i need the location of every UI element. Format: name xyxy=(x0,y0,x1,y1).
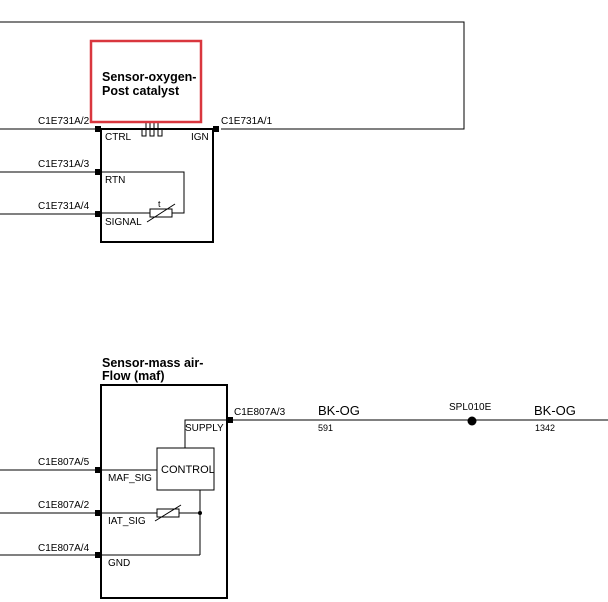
heater-element-icon xyxy=(130,121,186,137)
iat-thermistor-icon xyxy=(154,504,202,522)
rtn-internal-wire xyxy=(101,171,185,214)
rtn-pin-terminal xyxy=(95,169,101,175)
wire-number-1342: 1342 xyxy=(535,423,555,433)
ctrl-pin-terminal xyxy=(95,126,101,132)
supply-connector-label: C1E807A/3 xyxy=(234,407,286,418)
wire-color-1342: BK-OG xyxy=(534,403,576,418)
maf-sensor-title-line2: Flow (maf) xyxy=(102,369,165,383)
ign-pin-label: IGN xyxy=(191,132,209,143)
rtn-connector-label: C1E731A/3 xyxy=(38,159,90,170)
splice-label: SPL010E xyxy=(449,402,492,413)
ctrl-pin-label: CTRL xyxy=(105,132,132,143)
wire-color-591: BK-OG xyxy=(318,403,360,418)
gnd-pin-terminal xyxy=(95,552,101,558)
signal-pin-label: SIGNAL xyxy=(105,217,142,228)
maf-sig-pin-terminal xyxy=(95,467,101,473)
supply-pin-label: SUPPLY xyxy=(185,423,224,434)
control-label: CONTROL xyxy=(161,464,215,476)
maf-sig-pin-label: MAF_SIG xyxy=(108,473,152,484)
highlight-frame xyxy=(89,39,203,124)
gnd-pin-label: GND xyxy=(108,558,130,569)
ign-pin-terminal xyxy=(213,126,219,132)
maf-sensor-title-line1: Sensor-mass air- xyxy=(102,356,203,370)
supply-harness: BK-OG 591 SPL010E BK-OG 1342 xyxy=(233,402,608,433)
ign-connector-label: C1E731A/1 xyxy=(221,116,273,127)
ctrl-connector-label: C1E731A/2 xyxy=(38,116,90,127)
signal-connector-label: C1E731A/4 xyxy=(38,201,90,212)
thermistor-icon: t xyxy=(146,199,176,223)
rtn-pin-label: RTN xyxy=(105,175,125,186)
oxygen-sensor-title-line1: Sensor-oxygen- xyxy=(102,70,196,84)
splice-node xyxy=(467,416,477,426)
oxygen-sensor-title-line2: Post catalyst xyxy=(102,84,180,98)
iat-sig-pin-terminal xyxy=(95,510,101,516)
wire-number-591: 591 xyxy=(318,423,333,433)
iat-sig-connector-label: C1E807A/2 xyxy=(38,500,90,511)
gnd-connector-label: C1E807A/4 xyxy=(38,543,90,554)
iat-sig-pin-label: IAT_SIG xyxy=(108,516,146,527)
signal-pin-terminal xyxy=(95,211,101,217)
ign-loop-wire xyxy=(0,21,465,130)
oxygen-sensor-component: Sensor-oxygen- Post catalyst C1E731A/2 C… xyxy=(0,21,465,243)
maf-sig-connector-label: C1E807A/5 xyxy=(38,457,90,468)
oxygen-sensor-box xyxy=(100,128,214,243)
maf-sensor-component: Sensor-mass air- Flow (maf) CONTROL SUPP… xyxy=(0,356,286,599)
thermistor-label: t xyxy=(158,199,161,209)
supply-internal-wire xyxy=(184,419,227,448)
maf-sensor-box xyxy=(100,384,228,599)
supply-pin-terminal xyxy=(227,417,233,423)
